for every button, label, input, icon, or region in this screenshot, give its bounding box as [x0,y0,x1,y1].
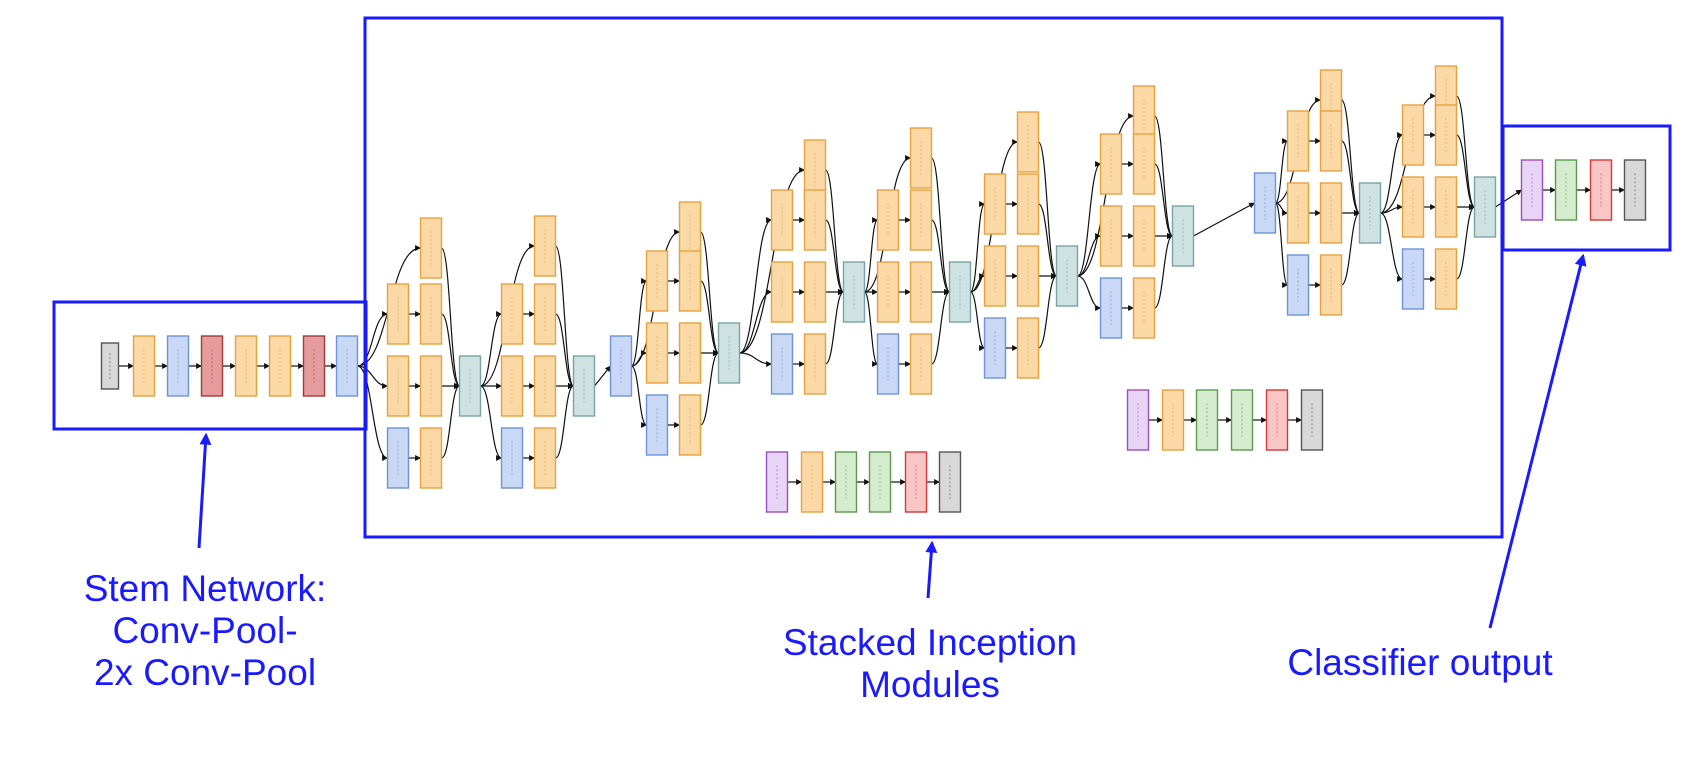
inception-modules-box [363,16,1504,539]
connection-arrow [1380,132,1404,214]
connection-arrow [554,383,575,459]
connection-arrow [739,289,773,354]
connection-arrow [863,217,879,293]
connection-arrow [1380,204,1404,214]
connection-arrow [480,385,503,461]
inception-caption-line-1: Stacked Inception [782,622,1078,663]
inception-callout-arrow [925,540,938,599]
connection-arrow [824,169,845,295]
connection-arrows [118,93,1626,485]
connection-arrow [863,291,879,367]
connection-arrow [357,365,389,461]
classifier-callout-arrow [1488,253,1587,629]
connection-arrow [357,311,389,367]
connection-arrow [970,273,986,293]
classifier-caption-line-1: Classifier output [1287,642,1553,683]
stem-callout-arrow [197,432,212,549]
inception-modules-caption: Stacked Inception Modules [740,622,1120,706]
connection-arrow [440,383,461,459]
connection-arrow [1275,202,1289,216]
connection-arrow [480,311,503,387]
connection-arrow [1077,233,1102,277]
stem-caption-line-1: Stem Network: [83,568,327,609]
inception-caption-line-2: Modules [860,664,1000,705]
connection-arrow [699,231,720,356]
connection-arrow [631,350,648,367]
connection-arrow [630,365,648,428]
connection-arrow [930,157,951,295]
connection-arrow [554,245,575,389]
connection-arrow [1077,275,1102,311]
connection-arrow [1274,138,1289,204]
classifier-output-box [1501,124,1672,252]
layer-blocks [100,65,1647,513]
stem-network-caption: Stem Network: Conv-Pool- 2x Conv-Pool [40,568,370,694]
connection-arrow [1153,115,1174,239]
connection-arrow [1037,273,1058,349]
stem-caption-line-2: Conv-Pool- [112,610,298,651]
connection-arrow [739,217,773,354]
connection-arrow [1193,202,1256,237]
connection-arrow [930,289,951,365]
connection-arrow [1455,204,1476,280]
classifier-output-caption: Classifier output [1270,642,1570,684]
connection-arrow [969,291,986,351]
connection-arrow [1077,113,1135,277]
stem-caption-line-3: 2x Conv-Pool [93,652,317,693]
connection-arrow [1037,141,1058,279]
connection-arrow [1380,212,1404,282]
connection-arrow [1340,210,1361,286]
connection-arrow [440,247,461,389]
connection-arrow [1340,99,1361,216]
connection-arrow [1274,202,1289,288]
connection-arrow [699,350,720,426]
connection-arrow [739,352,773,367]
connection-arrow [1455,95,1476,210]
connection-arrow [1495,189,1523,208]
connection-arrow [969,201,986,293]
connection-arrow [1153,233,1174,309]
connection-arrow [630,278,648,367]
connection-arrow [824,289,845,365]
connection-arrow [357,365,389,389]
connection-arrow [1076,161,1102,277]
connection-arrow [594,365,611,387]
